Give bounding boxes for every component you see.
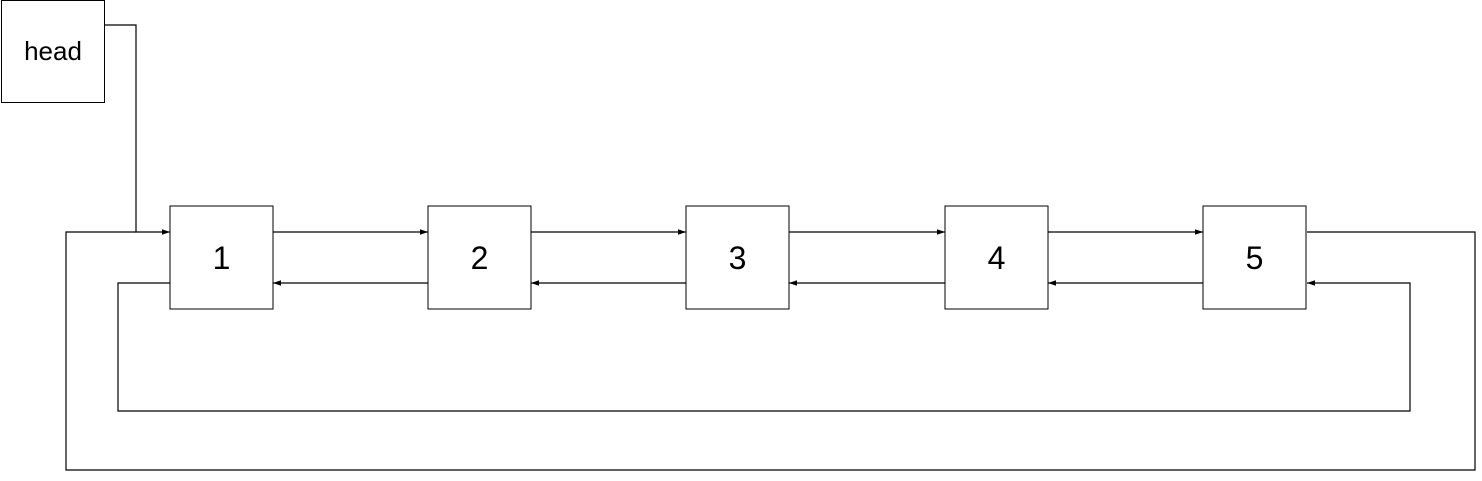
node-box: [685, 205, 790, 310]
node-4: 4: [944, 205, 1049, 310]
edges: [65, 24, 1476, 471]
node-5: 5: [1202, 205, 1307, 310]
wrap-arrow-5-to-1: [65, 231, 1476, 471]
node-label: 5: [1246, 240, 1264, 276]
node-label: 4: [988, 240, 1006, 276]
node-label: 2: [471, 240, 489, 276]
head-label: head: [24, 36, 82, 66]
head-to-node-1-arrow: [105, 24, 170, 235]
node-label: 1: [213, 240, 231, 276]
node-1: 1: [169, 205, 274, 310]
node-label: 3: [729, 240, 747, 276]
head-pointer: head: [1, 0, 105, 103]
node-box: [944, 205, 1049, 310]
node-2: 2: [427, 205, 532, 310]
wrap-arrow-1-to-5: [117, 280, 1411, 412]
head-box: [1, 0, 105, 103]
node-box: [1202, 205, 1307, 310]
node-3: 3: [685, 205, 790, 310]
node-box: [427, 205, 532, 310]
node-box: [169, 205, 274, 310]
